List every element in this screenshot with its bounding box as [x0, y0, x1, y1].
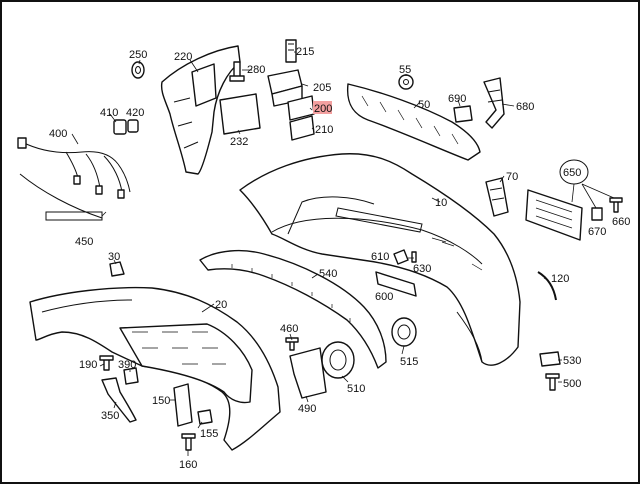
highlight-box [313, 101, 332, 114]
callout-70[interactable]: 70 [506, 171, 518, 183]
callout-232[interactable]: 232 [230, 136, 248, 148]
callout-215[interactable]: 215 [296, 46, 314, 58]
callout-600[interactable]: 600 [375, 291, 393, 303]
part-610-clip[interactable] [393, 249, 409, 265]
part-510-tow-cover[interactable] [321, 341, 355, 379]
part-232-cover-plate[interactable] [219, 93, 261, 135]
part-350-bracket[interactable] [101, 377, 137, 423]
part-630-screw[interactable] [411, 251, 417, 263]
part-660-screw[interactable] [609, 197, 623, 213]
part-190-screw[interactable] [99, 355, 114, 371]
part-250-grommet[interactable] [131, 61, 145, 79]
callout-650[interactable]: 650 [563, 167, 581, 179]
callout-400[interactable]: 400 [49, 128, 67, 140]
part-680-bracket[interactable] [483, 77, 505, 129]
part-410-sensor[interactable] [113, 119, 127, 135]
callout-680[interactable]: 680 [516, 101, 534, 113]
part-160-screw[interactable] [181, 433, 196, 451]
leader-lines [71, 51, 615, 456]
callout-150[interactable]: 150 [152, 395, 170, 407]
part-120-trim-strip[interactable] [537, 271, 557, 301]
callout-280[interactable]: 280 [247, 64, 265, 76]
part-450-harness-section[interactable] [19, 173, 103, 221]
part-30-clip[interactable] [109, 261, 125, 277]
callout-350[interactable]: 350 [101, 410, 119, 422]
callout-labels: 10 20 30 50 55 70 120 150 155 160 190 20… [49, 46, 630, 471]
part-220-side-bracket[interactable] [160, 45, 241, 175]
callout-20[interactable]: 20 [215, 299, 227, 311]
callout-650-circle [559, 159, 589, 185]
part-70-bracket[interactable] [485, 177, 509, 217]
callout-630[interactable]: 630 [413, 263, 431, 275]
part-50-reinforcement[interactable] [346, 83, 481, 161]
callout-390[interactable]: 390 [118, 359, 136, 371]
callout-670[interactable]: 670 [588, 226, 606, 238]
part-280-bolt[interactable] [229, 61, 245, 82]
part-215-clip[interactable] [285, 39, 297, 63]
callout-500[interactable]: 500 [563, 378, 581, 390]
callout-10[interactable]: 10 [435, 197, 447, 209]
part-670-nut[interactable] [591, 207, 603, 221]
part-540-spoiler[interactable] [199, 249, 387, 369]
callout-515[interactable]: 515 [400, 356, 418, 368]
part-490-bracket[interactable] [289, 347, 327, 399]
part-20-lower-bumper[interactable] [29, 286, 281, 451]
part-515-ring[interactable] [391, 317, 417, 347]
callout-660[interactable]: 660 [612, 216, 630, 228]
part-600-bracket[interactable] [375, 271, 417, 297]
callout-200[interactable]: 200 [314, 103, 332, 115]
callout-510[interactable]: 510 [347, 383, 365, 395]
callout-250[interactable]: 250 [129, 49, 147, 61]
callout-220[interactable]: 220 [174, 51, 192, 63]
part-690-plug[interactable] [453, 105, 473, 123]
callout-410[interactable]: 410 [100, 107, 118, 119]
callout-210[interactable]: 210 [315, 124, 333, 136]
callout-50[interactable]: 50 [418, 99, 430, 111]
callout-540[interactable]: 540 [319, 268, 337, 280]
part-530-clip[interactable] [539, 351, 561, 367]
callout-155[interactable]: 155 [200, 428, 218, 440]
callout-690[interactable]: 690 [448, 93, 466, 105]
part-210-holder[interactable] [289, 115, 315, 141]
callout-610[interactable]: 610 [371, 251, 389, 263]
callout-190[interactable]: 190 [79, 359, 97, 371]
part-155-clip[interactable] [197, 409, 213, 425]
part-400-wiring-harness[interactable] [17, 137, 131, 199]
callout-450[interactable]: 450 [75, 236, 93, 248]
part-500-screw[interactable] [545, 373, 560, 391]
part-390-clip[interactable] [123, 367, 139, 385]
callout-490[interactable]: 490 [298, 403, 316, 415]
callout-530[interactable]: 530 [563, 355, 581, 367]
callout-55[interactable]: 55 [399, 64, 411, 76]
part-10-bumper-cover[interactable] [239, 153, 521, 366]
callout-205[interactable]: 205 [313, 82, 331, 94]
callout-30[interactable]: 30 [108, 251, 120, 263]
callout-420[interactable]: 420 [126, 107, 144, 119]
part-55-washer[interactable] [398, 74, 414, 90]
callout-460[interactable]: 460 [280, 323, 298, 335]
part-650-plate-base[interactable] [525, 189, 583, 241]
callout-160[interactable]: 160 [179, 459, 197, 471]
part-150-bracket[interactable] [173, 383, 193, 427]
part-420-sensor-ring[interactable] [127, 119, 139, 133]
callout-120[interactable]: 120 [551, 273, 569, 285]
